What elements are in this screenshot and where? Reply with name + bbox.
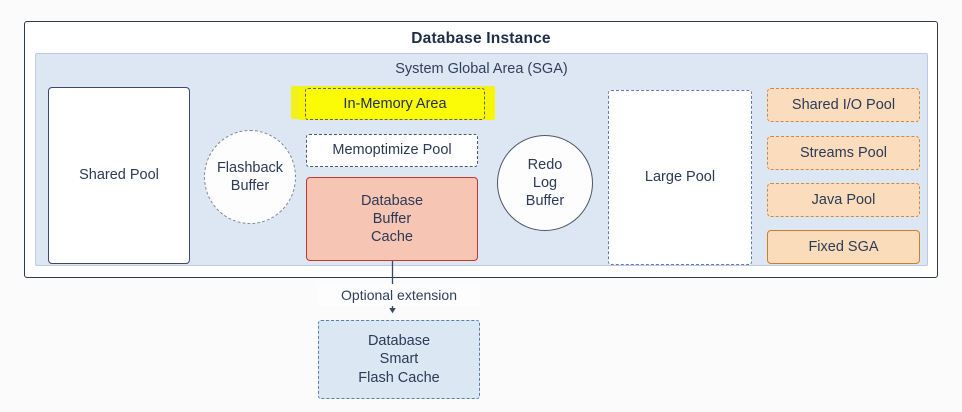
fixed-sga-box: Fixed SGA xyxy=(767,230,920,264)
in-memory-area-label: In-Memory Area xyxy=(343,96,447,112)
shared-io-pool-box: Shared I/O Pool xyxy=(767,88,920,122)
large-pool-label: Large Pool xyxy=(644,169,716,186)
shared-pool-label: Shared Pool xyxy=(79,167,159,184)
database-instance-title: Database Instance xyxy=(411,30,551,47)
java-pool-label: Java Pool xyxy=(811,191,876,208)
memoptimize-pool-box: Memoptimize Pool xyxy=(306,134,478,167)
in-memory-area-group: In-Memory Area xyxy=(291,84,497,124)
shared-pool-box: Shared Pool xyxy=(48,87,190,264)
large-pool-box: Large Pool xyxy=(608,90,752,265)
system-global-area-title: System Global Area (SGA) xyxy=(395,61,568,77)
memoptimize-pool-label: Memoptimize Pool xyxy=(332,142,452,159)
in-memory-area-box: In-Memory Area xyxy=(305,88,485,120)
fixed-sga-label: Fixed SGA xyxy=(808,238,879,255)
streams-pool-label: Streams Pool xyxy=(799,144,888,161)
java-pool-box: Java Pool xyxy=(767,183,920,217)
optional-extension-label: Optional extension xyxy=(318,284,480,306)
streams-pool-box: Streams Pool xyxy=(767,136,920,170)
shared-io-pool-label: Shared I/O Pool xyxy=(791,96,896,113)
